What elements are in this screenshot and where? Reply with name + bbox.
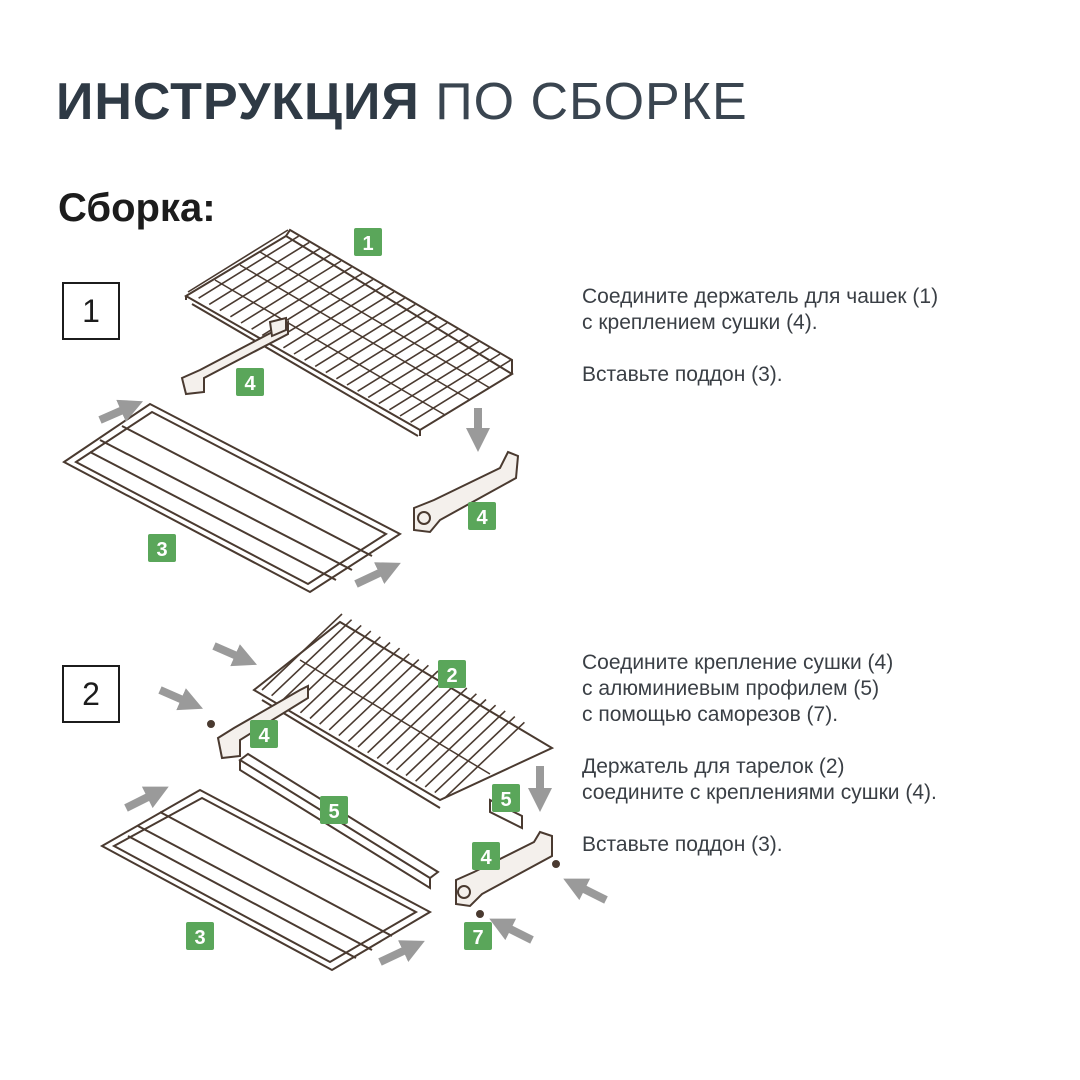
wire-rung	[399, 353, 501, 417]
wire-rung	[347, 664, 429, 742]
part-label-text: 4	[480, 847, 492, 869]
plate-holder-rack	[252, 613, 555, 809]
wire-rung	[338, 659, 420, 737]
instruction-line: соедините с креплениями сушки (4).	[582, 781, 937, 804]
wire-rung	[367, 334, 469, 399]
part-label-5: 5	[492, 784, 520, 812]
wire-rung	[187, 229, 289, 293]
step-2-number-box: 2	[62, 665, 120, 723]
part-label-text: 3	[156, 539, 167, 561]
section-subtitle: Сборка:	[58, 186, 216, 230]
cup-holder-rack	[184, 228, 514, 437]
wire-rung	[405, 698, 487, 777]
wire-rung	[376, 681, 458, 759]
part-label-4: 4	[236, 368, 264, 396]
part-label-1: 1	[354, 228, 382, 256]
wire-rung	[282, 285, 384, 349]
wire-rung	[280, 624, 362, 702]
step-1-number-box: 1	[62, 282, 120, 340]
wire-rung	[378, 340, 480, 405]
wire-rung	[219, 247, 321, 312]
wire-rung	[415, 704, 497, 782]
part-label-4: 4	[468, 502, 496, 530]
part-label-text: 3	[194, 927, 205, 949]
step-2-paragraph: Вставьте поддон (3).	[582, 832, 937, 858]
step-2-paragraph: Соедините крепление сушки (4) с алюминие…	[582, 650, 937, 728]
part-label-2: 2	[438, 660, 466, 688]
wire-rung	[198, 235, 300, 299]
wire-rung	[386, 687, 468, 765]
wire-rung	[388, 347, 490, 411]
wire-rung	[271, 619, 353, 697]
step-2-paragraph: Держатель для тарелок (2) соедините с кр…	[582, 754, 937, 806]
wire-rung	[335, 316, 437, 380]
part-label-3: 3	[186, 922, 214, 950]
step-1-instructions: Соедините держатель для чашек (1) с креп…	[582, 284, 938, 414]
instruction-line: Соедините крепление сушки (4)	[582, 651, 894, 674]
wire-rung	[424, 710, 506, 788]
step-1-paragraph: Соедините держатель для чашек (1) с креп…	[582, 284, 938, 336]
part-label-4: 4	[250, 720, 278, 748]
arrows-step1	[98, 399, 490, 588]
wire-rung	[299, 636, 381, 714]
wire-rung	[208, 241, 310, 306]
page-title-bold: ИНСТРУКЦИЯ	[56, 73, 420, 131]
part-label-text: 4	[244, 373, 256, 395]
wire-rung	[410, 359, 512, 423]
part-label-4: 4	[472, 842, 500, 870]
part-label-text: 7	[472, 927, 483, 949]
wire-rung	[229, 254, 331, 318]
wire-rung	[395, 693, 477, 771]
wire-rung	[357, 670, 439, 748]
part-label-3: 3	[148, 534, 176, 562]
mount-right-step2	[455, 830, 560, 918]
instruction-line: с алюминиевым профилем (5)	[582, 677, 880, 700]
instruction-line: с помощью саморезов (7).	[582, 703, 839, 726]
instruction-line: Соедините держатель для чашек (1)	[582, 285, 939, 308]
arrows-step2	[124, 642, 608, 966]
wire-rung	[261, 613, 343, 691]
wire-rung	[240, 260, 342, 324]
page-title: ИНСТРУКЦИЯ ПО СБОРКЕ	[56, 72, 748, 132]
wire-rung	[357, 328, 459, 392]
wire-rung	[325, 309, 427, 374]
part-label-text: 4	[476, 507, 488, 529]
wire-rung	[434, 716, 516, 794]
tray-step2	[99, 788, 433, 972]
part-label-text: 5	[500, 789, 511, 811]
wire-rung	[367, 676, 449, 754]
mount-right-step1	[413, 450, 520, 534]
part-label-text: 1	[362, 233, 373, 255]
wire-rung	[319, 647, 401, 725]
wire-rung	[304, 297, 406, 361]
wire-rung	[293, 291, 395, 355]
wire-rung	[328, 653, 410, 731]
tray-step1	[62, 402, 402, 594]
wire-rung	[251, 266, 353, 330]
mount-left-step1	[180, 316, 289, 396]
instruction-line: с креплением сушки (4).	[582, 311, 818, 334]
step-1-paragraph: Вставьте поддон (3).	[582, 362, 938, 388]
part-label-5: 5	[320, 796, 348, 824]
part-label-text: 2	[446, 665, 457, 687]
step-2-instructions: Соедините крепление сушки (4) с алюминие…	[582, 650, 937, 884]
instruction-line: Вставьте поддон (3).	[582, 833, 783, 856]
wire-rung	[443, 721, 525, 799]
part-label-text: 4	[258, 725, 270, 747]
wire-rung	[346, 322, 448, 386]
wire-rung	[314, 303, 416, 368]
part-label-text: 5	[328, 801, 339, 823]
page-title-light: ПО СБОРКЕ	[435, 73, 748, 131]
part-label-7: 7	[464, 922, 492, 950]
wire-rung	[309, 641, 391, 720]
instruction-line: Вставьте поддон (3).	[582, 363, 783, 386]
wire-rung	[272, 278, 374, 343]
instruction-line: Держатель для тарелок (2)	[582, 755, 845, 778]
